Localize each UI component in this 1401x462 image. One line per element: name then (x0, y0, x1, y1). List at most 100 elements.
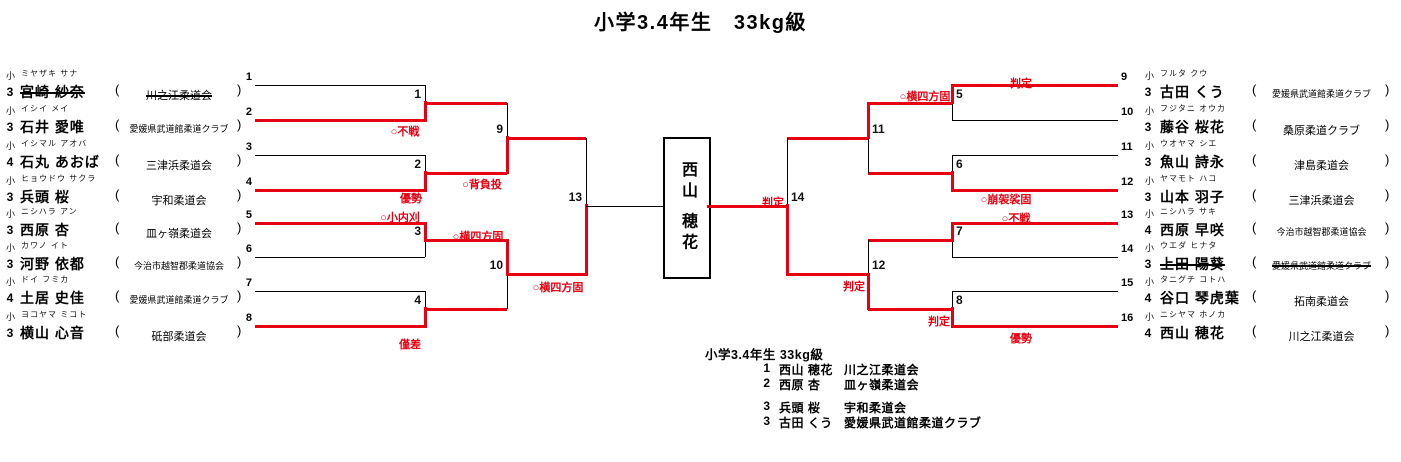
player-club: 川之江柔道会 (146, 90, 212, 102)
bracket-line (952, 325, 1118, 328)
player-club: 砥部柔道会 (151, 331, 207, 343)
player-name: 西原 早咲 (1160, 222, 1225, 238)
bracket-line (952, 120, 1118, 121)
champion-box: 西山 穂花 (663, 137, 711, 279)
paren-close: ) (237, 117, 242, 132)
seed-number-2: 2 (245, 106, 252, 118)
player-kana: ヨコヤマ ミコト (21, 310, 88, 319)
player-school-grade: 小 (6, 312, 16, 322)
paren-open: ( (1252, 254, 1257, 269)
bracket-line (255, 257, 425, 258)
seed-number-10: 10 (1121, 106, 1134, 118)
paren-open: ( (115, 220, 120, 235)
match-result-2: 優勢 (400, 193, 422, 205)
player-school-grade: 小 (1145, 176, 1155, 186)
standings-club: 愛媛県武道館柔道クラブ (844, 416, 982, 430)
player-kana: ヒョウドウ サクラ (21, 174, 97, 183)
standings-header: 小学3.4年生 33kg級 (705, 348, 824, 362)
seed-number-5: 5 (245, 209, 252, 221)
match-number-1: 1 (414, 86, 421, 101)
bracket-line (952, 291, 1118, 292)
player-club: 川之江柔道会 (1288, 331, 1355, 343)
bracket-line (424, 222, 427, 242)
paren-close: ) (237, 288, 242, 303)
player-school-grade: 小 (1145, 106, 1155, 116)
paren-open: ( (115, 187, 120, 202)
bracket-line (424, 171, 427, 192)
match-number-10: 10 (489, 258, 503, 273)
match-result-6: ○崩袈裟固 (980, 194, 1032, 206)
bracket-line (425, 307, 507, 311)
paren-open: ( (1252, 323, 1257, 338)
player-grade-number: 4 (1144, 291, 1152, 305)
bracket-line (868, 171, 952, 175)
player-name: 兵頭 桜 (20, 189, 70, 205)
bracket-line (586, 205, 663, 207)
match-result-13: ○横四方固 (532, 282, 584, 294)
seed-number-14: 14 (1121, 243, 1134, 255)
player-name: 西山 穂花 (1160, 325, 1225, 341)
player-club: 津島柔道会 (1294, 160, 1349, 172)
player-grade-number: 4 (6, 291, 14, 305)
player-name: 宮崎 紗奈 (20, 84, 85, 100)
player-grade-number: 4 (6, 155, 14, 169)
seed-number-1: 1 (245, 71, 252, 83)
bracket-line (506, 136, 509, 174)
bracket-line (425, 239, 507, 242)
player-grade-number: 3 (6, 326, 14, 340)
seed-number-11: 11 (1121, 141, 1133, 153)
player-school-grade: 小 (1145, 277, 1155, 287)
bracket-line (255, 155, 425, 156)
player-kana: フジタニ オウカ (1160, 104, 1227, 113)
match-result-9: ○背負投 (462, 179, 502, 191)
player-school-grade: 小 (1145, 71, 1155, 81)
player-name: 古田 くう (1160, 84, 1225, 100)
bracket-line (255, 222, 425, 225)
match-result-final: 判定 (762, 197, 784, 209)
bracket-line (506, 239, 509, 276)
player-grade-number: 4 (1144, 326, 1152, 340)
match-number-11: 11 (872, 121, 885, 136)
player-school-grade: 小 (6, 277, 16, 287)
player-grade-number: 3 (1144, 155, 1152, 169)
player-kana: タニグチ コトハ (1160, 275, 1227, 284)
match-result-5: 判定 (1010, 78, 1032, 90)
player-grade-number: 3 (1144, 85, 1152, 99)
bracket-line (424, 101, 427, 122)
paren-close: ) (1385, 117, 1390, 132)
player-school-grade: 小 (6, 243, 16, 253)
paren-open: ( (115, 254, 120, 269)
bracket-line (585, 204, 588, 276)
player-kana: ニシハラ サキ (1160, 207, 1217, 216)
seed-number-16: 16 (1121, 312, 1134, 324)
bracket-line (951, 307, 954, 328)
standings-name: 古田 くう (779, 416, 833, 430)
match-result-10: ○横四方固 (452, 231, 504, 243)
bracket-line (255, 85, 425, 86)
paren-close: ) (1385, 152, 1390, 167)
paren-open: ( (115, 323, 120, 338)
player-name: 上田 陽葵 (1160, 256, 1225, 272)
paren-open: ( (1252, 117, 1257, 132)
paren-open: ( (1252, 187, 1257, 202)
player-school-grade: 小 (6, 106, 16, 116)
match-number-2: 2 (414, 156, 421, 171)
bracket-line (507, 136, 586, 140)
paren-open: ( (1252, 220, 1257, 235)
match-number-14: 14 (791, 189, 805, 204)
bracket-line (787, 136, 868, 140)
player-school-grade: 小 (6, 71, 16, 81)
match-result-1: ○不戦 (390, 126, 420, 138)
match-number-6: 6 (956, 156, 963, 171)
seed-number-7: 7 (245, 277, 252, 289)
bracket-line (952, 257, 1118, 258)
player-grade-number: 3 (1144, 190, 1152, 204)
player-grade-number: 3 (6, 257, 14, 271)
player-club: 拓南柔道会 (1294, 296, 1349, 308)
bracket-line (951, 171, 954, 192)
seed-number-8: 8 (245, 312, 252, 324)
paren-open: ( (1252, 82, 1257, 97)
standings-rank: 2 (763, 376, 771, 390)
bracket-line (867, 272, 870, 310)
